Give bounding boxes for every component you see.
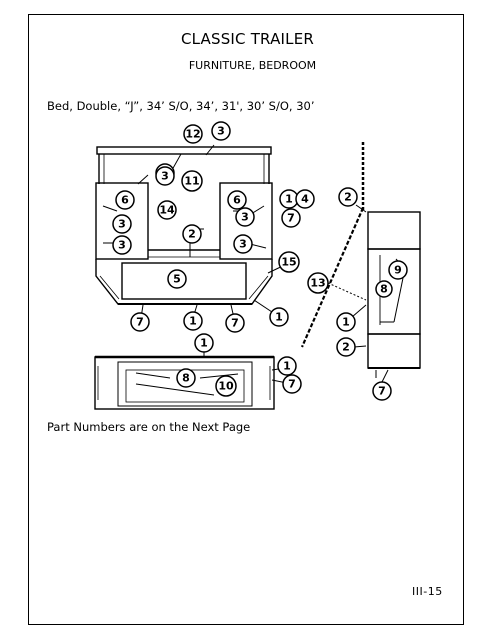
svg-text:2: 2 [188, 228, 196, 241]
svg-text:12: 12 [185, 128, 200, 141]
svg-text:3: 3 [118, 239, 126, 252]
callout-3: 3 [112, 214, 132, 234]
callout-8: 8 [375, 280, 393, 298]
callout-6: 6 [227, 190, 247, 210]
callout-10: 10 [215, 375, 237, 397]
page-subtitle: FURNITURE, BEDROOM [188, 59, 317, 72]
page-border [28, 14, 464, 625]
svg-text:5: 5 [173, 273, 181, 286]
svg-text:3: 3 [118, 218, 126, 231]
svg-text:7: 7 [378, 385, 386, 398]
left-cabinet [95, 182, 149, 260]
svg-text:3: 3 [217, 125, 225, 138]
callout-3: 3 [233, 234, 253, 254]
svg-text:14: 14 [159, 204, 175, 217]
svg-text:9: 9 [394, 264, 402, 277]
svg-text:4: 4 [301, 193, 309, 206]
callout-2: 2 [338, 187, 358, 207]
callout-6: 6 [115, 190, 135, 210]
part-numbers-note: Part Numbers are on the Next Page [47, 420, 251, 434]
callout-1: 1 [194, 333, 214, 353]
svg-text:11: 11 [184, 175, 199, 188]
svg-text:15: 15 [281, 256, 296, 269]
callout-7: 7 [130, 312, 150, 332]
svg-text:1: 1 [342, 316, 350, 329]
callout-1: 1 [269, 307, 289, 327]
callout-1: 1 [183, 311, 203, 331]
svg-text:7: 7 [231, 317, 239, 330]
svg-text:3: 3 [161, 170, 169, 183]
callout-8: 8 [176, 368, 196, 388]
callout-3: 3 [112, 235, 132, 255]
callout-5: 5 [167, 269, 187, 289]
callout-11: 11 [181, 170, 203, 192]
callout-2: 2 [336, 337, 356, 357]
headboard-top-rail [96, 146, 272, 155]
side-lower-box [367, 333, 421, 369]
callout-1: 1 [336, 312, 356, 332]
svg-text:2: 2 [342, 341, 350, 354]
svg-text:1: 1 [200, 337, 208, 350]
svg-text:2: 2 [344, 191, 352, 204]
callout-15: 15 [278, 251, 300, 273]
page-number: III-15 [412, 585, 443, 598]
callout-1: 1 [277, 356, 297, 376]
svg-text:1: 1 [189, 315, 197, 328]
callout-3: 3 [155, 166, 175, 186]
callout-12: 12 [183, 124, 203, 144]
callout-13: 13 [307, 272, 329, 294]
svg-text:3: 3 [239, 238, 247, 251]
callout-2: 2 [182, 224, 202, 244]
svg-text:8: 8 [182, 372, 190, 385]
svg-text:8: 8 [380, 283, 388, 296]
callout-3: 3 [235, 207, 255, 227]
callout-4: 4 [295, 189, 315, 209]
svg-text:10: 10 [218, 380, 234, 393]
svg-text:6: 6 [121, 194, 129, 207]
callout-14: 14 [157, 200, 177, 220]
figure-caption: Bed, Double, “J”, 34’ S/O, 34’, 31', 30’… [47, 99, 315, 113]
diagram-linework [94, 142, 421, 410]
callout-3: 3 [211, 121, 231, 141]
callout-7: 7 [282, 374, 302, 394]
callout-7: 7 [225, 313, 245, 333]
callout-7: 7 [372, 381, 392, 401]
svg-text:7: 7 [288, 378, 296, 391]
drawer-5 [121, 262, 247, 300]
svg-text:3: 3 [241, 211, 249, 224]
callout-9: 9 [388, 260, 408, 280]
svg-text:13: 13 [310, 277, 325, 290]
svg-text:1: 1 [275, 311, 283, 324]
svg-text:1: 1 [285, 193, 293, 206]
right-cabinet [219, 182, 273, 260]
svg-text:7: 7 [136, 316, 144, 329]
callout-7: 7 [281, 208, 301, 228]
svg-text:6: 6 [233, 194, 241, 207]
svg-text:1: 1 [283, 360, 291, 373]
page-title: CLASSIC TRAILER [180, 30, 315, 48]
svg-text:7: 7 [287, 212, 295, 225]
side-upper-box [367, 211, 421, 250]
